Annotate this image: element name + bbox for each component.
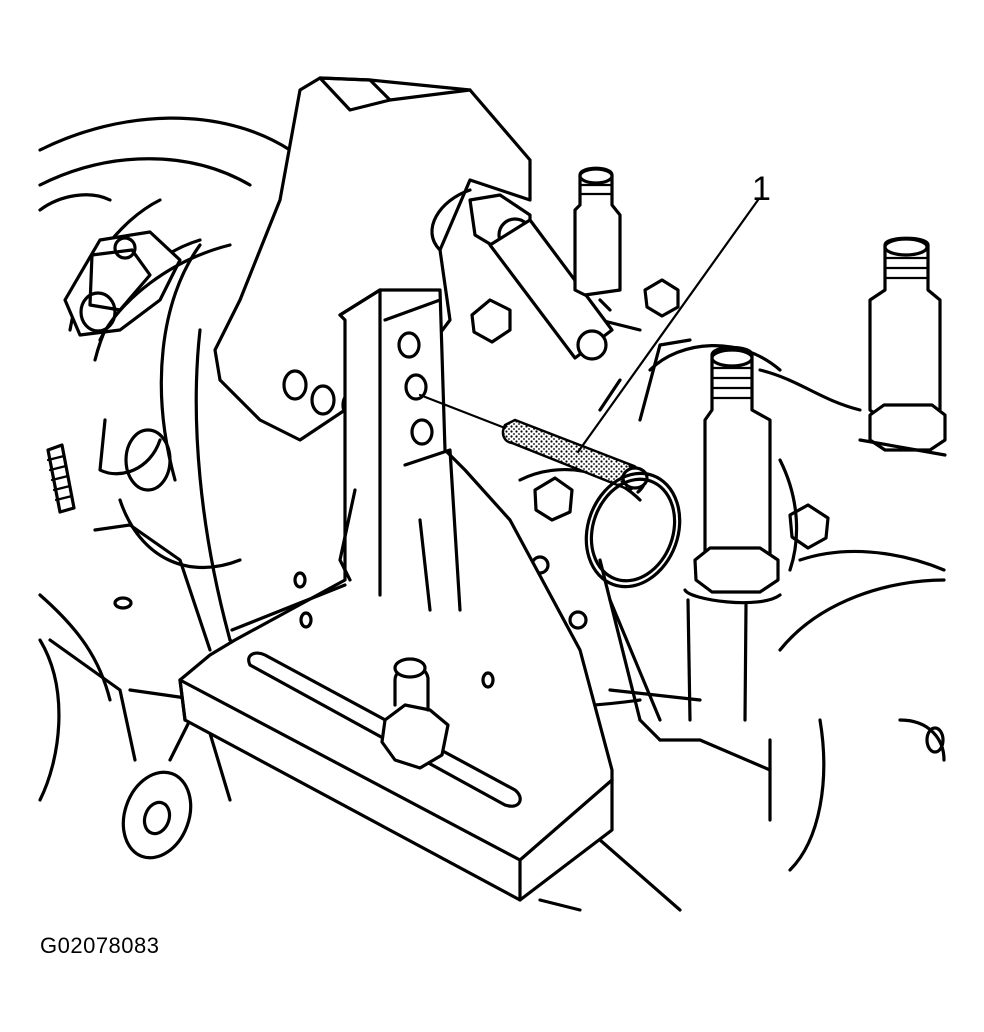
leader-lines [418, 198, 760, 454]
stud-far-right [858, 236, 947, 457]
engine-base [38, 523, 232, 802]
tensioner-bracket [178, 288, 614, 902]
body-nuts [470, 278, 830, 550]
locking-pin [501, 418, 682, 589]
left-stud [46, 443, 76, 514]
upper-bracket [213, 76, 532, 442]
slot-bolt [380, 657, 450, 770]
washer [121, 770, 193, 860]
right-housing [538, 338, 946, 912]
idler-link [468, 193, 614, 361]
left-housing [38, 116, 292, 569]
stud-top [573, 166, 622, 297]
figure-id: G02078083 [40, 933, 160, 958]
callout-label-1: 1 [752, 170, 771, 208]
stud-middle-right [683, 345, 782, 722]
